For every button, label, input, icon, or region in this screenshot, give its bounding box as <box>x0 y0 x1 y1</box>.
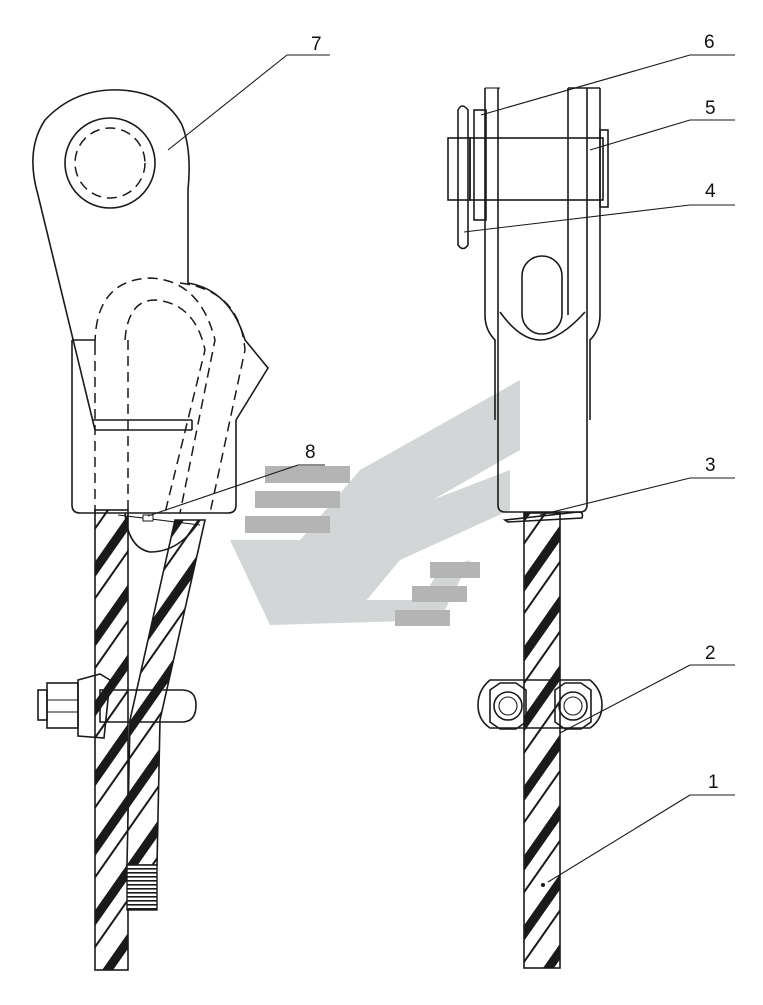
callout-labels: 7 6 5 4 3 2 1 8 <box>305 32 719 793</box>
rope-clip-left <box>37 673 197 739</box>
rope-dead-end-left <box>126 519 206 911</box>
callout-6: 6 <box>704 32 715 53</box>
callout-1: 1 <box>708 772 719 793</box>
callout-3: 3 <box>705 455 716 476</box>
part-3-lock-ring <box>502 511 584 523</box>
leader-lines <box>147 54 735 883</box>
callout-5: 5 <box>705 98 716 119</box>
callout-4: 4 <box>705 181 716 202</box>
part-4-cotter-pin <box>447 105 471 250</box>
callout-2: 2 <box>705 643 716 664</box>
callout-7: 7 <box>311 34 322 55</box>
part-8-pin <box>142 514 154 522</box>
watermark-logo <box>230 380 520 626</box>
part-7-eye-plate <box>32 89 269 431</box>
rope-main-right <box>523 512 561 969</box>
left-side-view <box>32 89 269 971</box>
rope-main-left <box>94 509 129 971</box>
part-6-washer <box>473 109 487 221</box>
right-front-view <box>447 87 609 969</box>
rope-tail-served-end <box>126 864 158 911</box>
callout-8: 8 <box>305 442 316 463</box>
part-2-rope-clip <box>477 679 603 730</box>
